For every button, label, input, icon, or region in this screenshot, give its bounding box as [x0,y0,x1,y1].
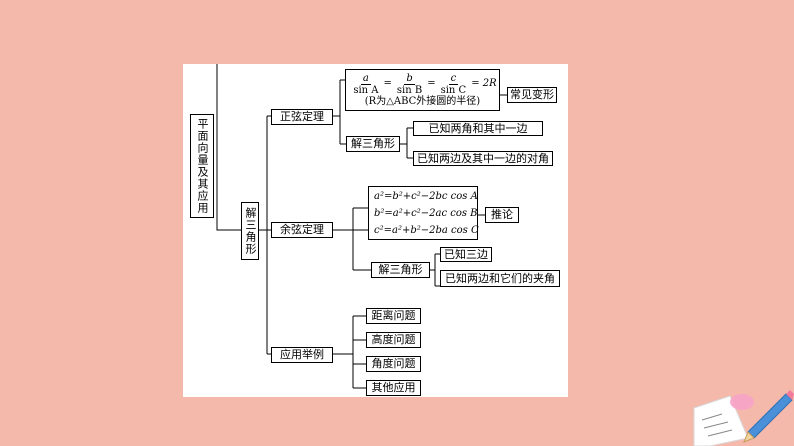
equals-sign-2: = [427,78,436,89]
sine-solve-node: 解三角形 [346,136,400,152]
sine-case-1-label: 已知两角和其中一边 [428,121,528,135]
application-item-distance: 距离问题 [366,308,421,324]
fraction-a: a sin A [351,73,380,96]
main-node: 解三角形 [241,202,259,260]
cosine-formula-c: c²=a²+b²−2ba cos C [374,224,479,236]
numerator-a: a [360,72,371,85]
common-transform-node: 常见变形 [507,87,557,103]
corollary-label: 推论 [491,208,513,221]
fraction-b: b sin B [395,73,424,96]
numerator-c: c [448,72,459,85]
cosine-formula-a: a²=b²+c²−2bc cos A [374,190,478,202]
cosine-formula-box: a²=b²+c²−2bc cos A b²=a²+c²−2ac cos B c²… [368,186,479,240]
corollary-node: 推论 [485,207,519,223]
root-label: 平面向量及其应用 [196,118,209,214]
application-node: 应用举例 [271,347,333,363]
sine-theorem-node: 正弦定理 [271,109,333,125]
application-item-angle-label: 角度问题 [371,357,416,370]
denominator-sin-c: sin C [440,84,467,96]
common-transform-label: 常见变形 [510,88,554,101]
sine-formula-box: a sin A = b sin B = c sin C = 2R (R为△ABC… [345,69,500,111]
application-label: 应用举例 [280,348,324,361]
sine-case-1: 已知两角和其中一边 [413,121,543,136]
denominator-sin-a: sin A [353,84,379,96]
sine-case-2: 已知两边及其中一边的对角 [413,151,553,166]
equals-sign-1: = [383,78,392,89]
denominator-sin-b: sin B [396,84,423,96]
cosine-formula-b: b²=a²+c²−2ac cos B [374,207,478,219]
cosine-solve-label: 解三角形 [378,263,423,276]
cosine-solve-node: 解三角形 [371,262,430,278]
application-item-height: 高度问题 [366,332,421,348]
sine-theorem-label: 正弦定理 [280,110,324,123]
application-item-height-label: 高度问题 [371,333,416,346]
cosine-case-2: 已知两边和它们的夹角 [440,270,560,287]
cosine-case-2-label: 已知两边和它们的夹角 [445,271,555,285]
application-item-other: 其他应用 [366,380,421,396]
application-item-other-label: 其他应用 [371,381,416,394]
sine-formula-row: a sin A = b sin B = c sin C = 2R [348,73,496,96]
sine-solve-label: 解三角形 [351,137,395,150]
fraction-c: c sin C [439,73,469,96]
root-node: 平面向量及其应用 [190,114,214,218]
cosine-theorem-node: 余弦定理 [271,222,333,238]
equals-2r: = 2R [471,78,497,89]
application-item-distance-label: 距离问题 [371,309,416,322]
cosine-theorem-label: 余弦定理 [280,223,324,236]
circumradius-note: (R为△ABC外接圆的半径) [364,95,481,107]
mind-map-panel: 平面向量及其应用 解三角形 正弦定理 a sin A = b sin B = c… [183,64,568,397]
main-label: 解三角形 [244,207,257,255]
application-item-angle: 角度问题 [366,356,421,372]
cosine-case-1-label: 已知三边 [444,247,488,261]
cosine-case-1: 已知三边 [440,247,492,262]
paper-pencil-icon [693,390,794,446]
sine-case-2-label: 已知两边及其中一边的对角 [417,151,549,165]
numerator-b: b [404,72,415,85]
connector-lines [216,64,507,389]
